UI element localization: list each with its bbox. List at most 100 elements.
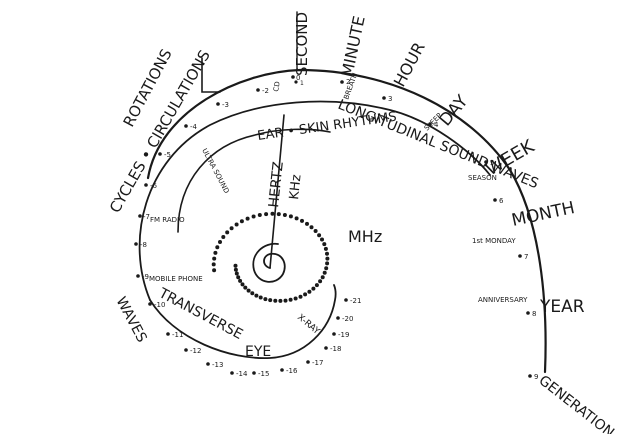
spiral-dot (243, 285, 248, 290)
spiral-dot (317, 233, 322, 238)
mark-7: 7 (524, 253, 528, 261)
waves-label: WAVES (112, 294, 149, 345)
mark-6: 6 (499, 197, 504, 205)
spiral-dot (322, 242, 327, 247)
spiral-dot (305, 221, 309, 226)
spiral-dot (270, 211, 275, 216)
mark-neg-6: -6 (150, 182, 158, 190)
mark-neg-10: -10 (154, 301, 165, 309)
hertz-label: HERTZ (266, 161, 287, 209)
mark-5: 5 (490, 159, 494, 167)
spiral-dot (300, 218, 304, 223)
mark-3: 3 (388, 95, 392, 103)
spiral-dot (234, 222, 239, 227)
spiral-dot (325, 256, 330, 261)
spiral-dot (313, 229, 318, 233)
first-monday-label: 1st MONDAY (472, 237, 516, 245)
month-label: MONTH (510, 198, 577, 231)
spiral-dot (229, 226, 234, 231)
spiral-dot (212, 256, 217, 261)
spiral-dot (236, 275, 241, 280)
khz-label: KHz (287, 174, 305, 201)
spiral-dot (314, 283, 319, 288)
spiral-dot (325, 251, 329, 256)
spiral-dot (233, 267, 238, 272)
spiral-dot (258, 295, 263, 300)
spiral-dot (257, 213, 262, 217)
spiral-dot (251, 214, 256, 219)
mark-neg-17: -17 (312, 359, 323, 367)
spiral-dot (211, 262, 216, 267)
ear-skin-rhythms-label: EAR • SKIN RHYTHMS (256, 110, 397, 144)
spiral-dot (282, 213, 287, 217)
mark-9: 9 (534, 373, 538, 381)
rotations-bracket (201, 57, 221, 93)
spiral-dot (322, 270, 327, 275)
x-ray-label: X-RAY (295, 313, 322, 338)
longitudinal-sound-waves-label: LONGITUDINAL SOUND WAVES (336, 97, 541, 192)
spiral-dot (213, 250, 218, 255)
mark-neg-5: -5 (164, 151, 171, 159)
ultra-sound-label: ULTRA SOUND (200, 147, 230, 195)
second-label: SECOND (293, 12, 311, 76)
spiral-dot (283, 298, 288, 303)
spiral-dot (298, 294, 303, 299)
longitudinal-arc (138, 100, 491, 301)
mark-4: 4 (434, 121, 439, 129)
spiral-dot (221, 235, 226, 239)
mark-neg-7: -7 (143, 213, 150, 221)
mark-neg-2: -2 (262, 87, 269, 95)
spiral-dot (278, 298, 283, 303)
mark-1: 1 (300, 80, 304, 87)
mark-neg-11: -11 (172, 331, 183, 339)
mark-neg-8: -8 (140, 241, 147, 249)
spiral-dot (318, 279, 323, 284)
scale-marks: 0 1 2 3 4 5 6 7 8 9 -2 -3 -4 -5 -6 -7 -8… (134, 74, 538, 381)
spiral-dot (311, 286, 316, 291)
spiral-dot (293, 296, 298, 301)
spiral-dot (309, 225, 314, 230)
mhz-label: MHz (348, 227, 382, 246)
mark-neg-15: -15 (258, 370, 269, 378)
center-radial-line (269, 114, 285, 269)
spiral-dot (276, 212, 281, 217)
spiral-dot (320, 275, 325, 280)
mark-neg-3: -3 (222, 101, 229, 109)
spiral-dot (234, 271, 239, 276)
spiral-dot (215, 245, 220, 250)
generation-label: GENERATION (536, 373, 617, 434)
mark-neg-9: -9 (142, 273, 149, 281)
mark-neg-4: -4 (190, 123, 198, 131)
spiral-dot (273, 298, 278, 303)
inner-ear-arc (177, 128, 331, 233)
season-label: SEASON (468, 174, 497, 182)
minute-label: MINUTE (337, 14, 368, 79)
spiral-dot (324, 266, 329, 271)
spiral-dot (294, 216, 299, 221)
spiral-dot (288, 214, 293, 219)
dotted-spiral (211, 211, 330, 303)
spiral-dot (238, 278, 243, 283)
eye-label: EYE (245, 344, 271, 360)
spiral-dot (268, 298, 273, 303)
spiral-dot (325, 261, 330, 266)
outer-time-arc (146, 68, 547, 374)
mark-neg-12: -12 (190, 347, 201, 355)
spiral-dot (246, 288, 251, 293)
mark-neg-18: -18 (330, 345, 341, 353)
mobile-phone-label: MOBILE PHONE (149, 275, 203, 283)
spiral-dot (288, 297, 293, 302)
mark-neg-13: -13 (212, 361, 223, 369)
cd-label: CD (272, 81, 282, 93)
spiral-dot (239, 219, 244, 224)
mark-2: 2 (346, 78, 350, 86)
mark-8: 8 (532, 310, 536, 318)
spiral-dot (254, 293, 259, 298)
mark-neg-21: -21 (350, 297, 361, 305)
spiral-dot (303, 292, 308, 297)
anniversary-label: ANNIVERSARY (478, 296, 528, 304)
spiral-dot (225, 230, 230, 235)
spiral-dot (240, 282, 245, 287)
spiral-dot (263, 297, 268, 302)
